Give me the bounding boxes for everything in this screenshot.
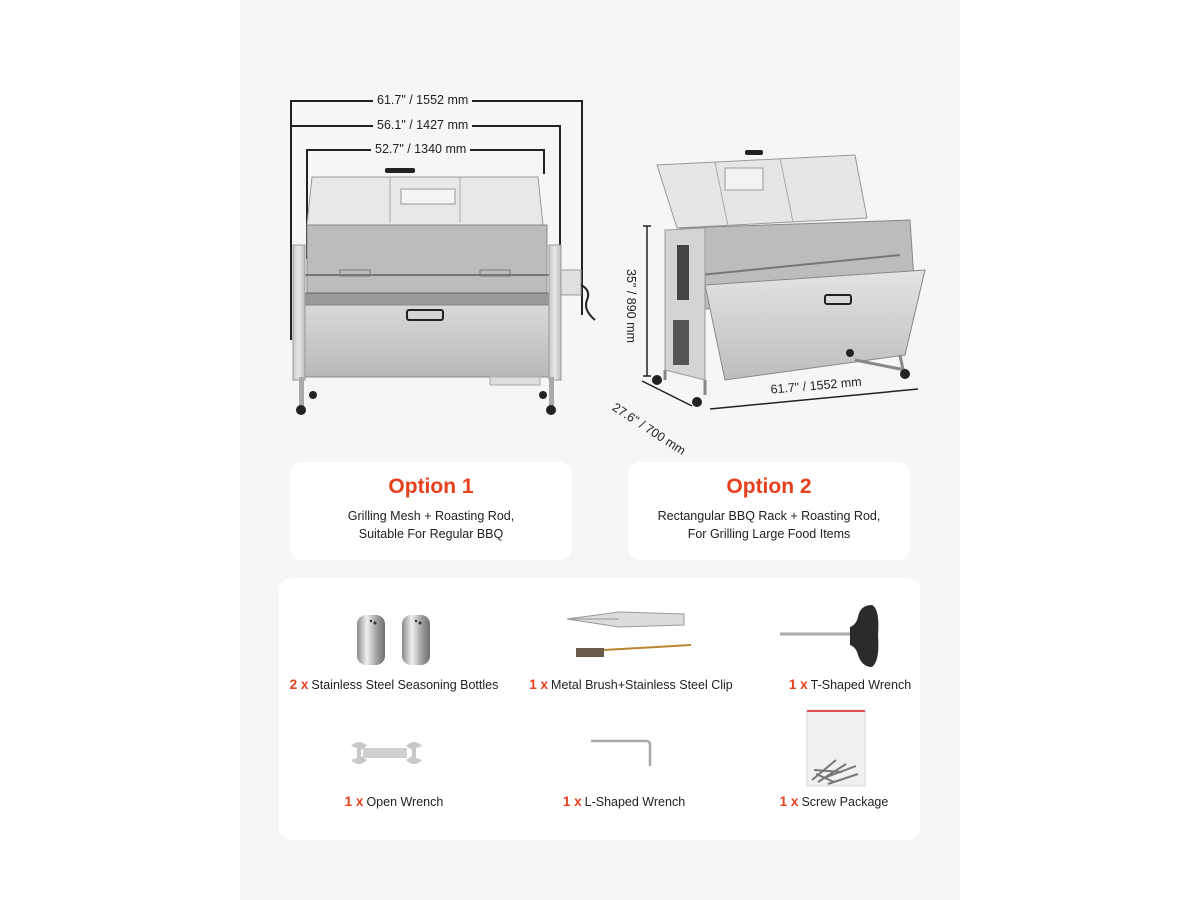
option-description-line: For Grilling Large Food Items <box>687 527 851 541</box>
option-description: Grilling Mesh + Roasting Rod, Suitable F… <box>290 507 572 543</box>
option-description-line: Rectangular BBQ Rack + Roasting Rod, <box>657 509 881 523</box>
option-description-line: Grilling Mesh + Roasting Rod, <box>347 509 515 523</box>
t-wrench-icon <box>780 605 879 667</box>
rotisserie-grill-front-image <box>292 168 596 415</box>
width-dimension-label: 61.7" / 1552 mm <box>373 93 473 107</box>
open-wrench-icon <box>351 742 422 764</box>
accessory-quantity: 2 x <box>289 677 309 692</box>
dimension-line <box>581 100 583 315</box>
accessory-quantity: 1 x <box>562 794 582 809</box>
accessory-name: Screw Package <box>801 795 889 809</box>
accessory-name: Stainless Steel Seasoning Bottles <box>311 678 499 692</box>
height-dimension-label: 35" / 890 mm <box>624 269 638 343</box>
accessory-name: T-Shaped Wrench <box>810 678 912 692</box>
dimension-line <box>290 100 292 340</box>
rotisserie-grill-angled-image <box>641 150 926 410</box>
option-title: Option 1 <box>388 475 474 498</box>
l-wrench-icon <box>591 739 652 766</box>
brush-and-tongs-icon <box>566 611 692 657</box>
option-card-1: Option 1 Grilling Mesh + Roasting Rod, S… <box>290 462 572 560</box>
dimension-line <box>306 149 308 259</box>
accessory-quantity: 1 x <box>779 794 799 809</box>
accessory-quantity: 1 x <box>344 794 364 809</box>
accessory-quantity: 1 x <box>788 677 808 692</box>
dimension-line <box>559 125 561 260</box>
accessory-name: Metal Brush+Stainless Steel Clip <box>551 678 733 692</box>
option-card-2: Option 2 Rectangular BBQ Rack + Roasting… <box>628 462 910 560</box>
accessory-name: L-Shaped Wrench <box>584 795 686 809</box>
accessory-quantity: 1 x <box>529 677 549 692</box>
seasoning-bottles-icon <box>357 615 430 665</box>
dimension-line <box>543 149 545 174</box>
box-width-dimension-label: 52.7" / 1340 mm <box>371 142 471 156</box>
accessory-name: Open Wrench <box>366 795 444 809</box>
option-title: Option 2 <box>726 475 812 498</box>
screw-package-icon <box>806 709 866 787</box>
option-description-line: Suitable For Regular BBQ <box>358 527 504 541</box>
inner-width-dimension-label: 56.1" / 1427 mm <box>373 118 473 132</box>
option-description: Rectangular BBQ Rack + Roasting Rod, For… <box>628 507 910 543</box>
